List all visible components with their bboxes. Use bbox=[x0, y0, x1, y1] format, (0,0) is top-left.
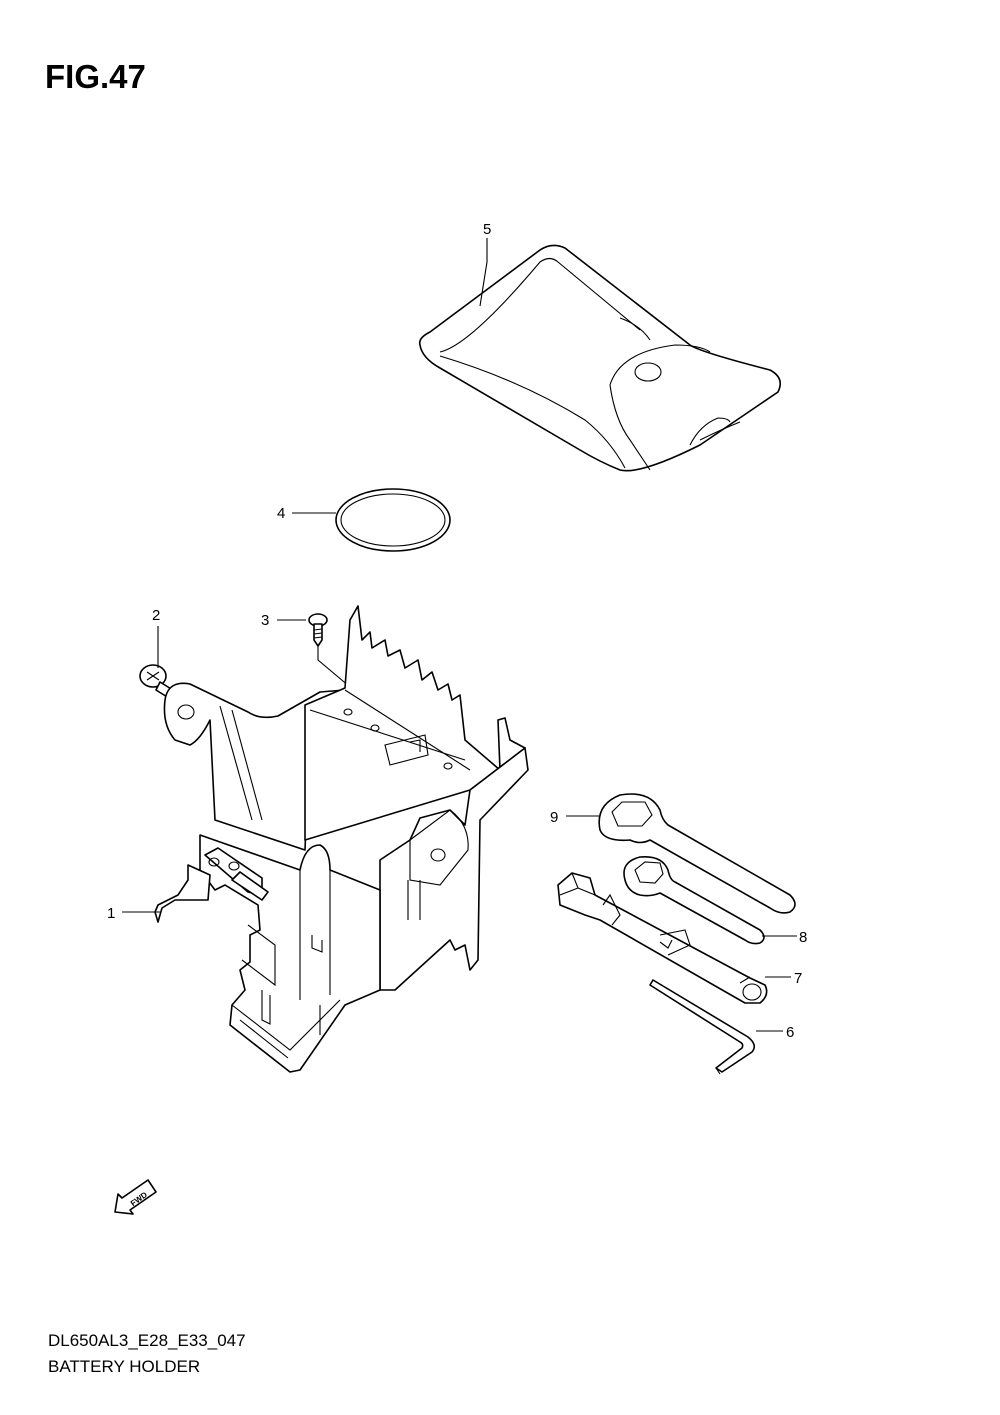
callout-8: 8 bbox=[799, 929, 807, 946]
part-ring bbox=[335, 488, 451, 552]
part-socket-7 bbox=[557, 872, 768, 1004]
callout-1: 1 bbox=[107, 905, 115, 922]
forward-arrow-icon: FWD bbox=[114, 1179, 157, 1215]
part-battery-holder bbox=[154, 605, 529, 1073]
figure-name: BATTERY HOLDER bbox=[48, 1357, 201, 1376]
callout-numbers: 5 4 2 3 1 9 8 7 6 bbox=[107, 221, 807, 1041]
part-tool-bag bbox=[418, 244, 781, 472]
callout-7: 7 bbox=[794, 970, 802, 987]
part-wrench-9 bbox=[598, 793, 796, 914]
figure-code: DL650AL3_E28_E33_047 bbox=[48, 1331, 246, 1350]
figure-title: FIG.47 bbox=[45, 58, 146, 95]
leader-lines bbox=[122, 238, 797, 1032]
callout-4: 4 bbox=[277, 505, 285, 522]
callout-2: 2 bbox=[152, 607, 160, 624]
callout-9: 9 bbox=[550, 809, 558, 826]
callout-5: 5 bbox=[483, 221, 491, 238]
callout-6: 6 bbox=[786, 1024, 794, 1041]
part-hex-key-6 bbox=[649, 979, 756, 1075]
part-wrench-8 bbox=[623, 855, 765, 945]
callout-3: 3 bbox=[261, 612, 269, 629]
